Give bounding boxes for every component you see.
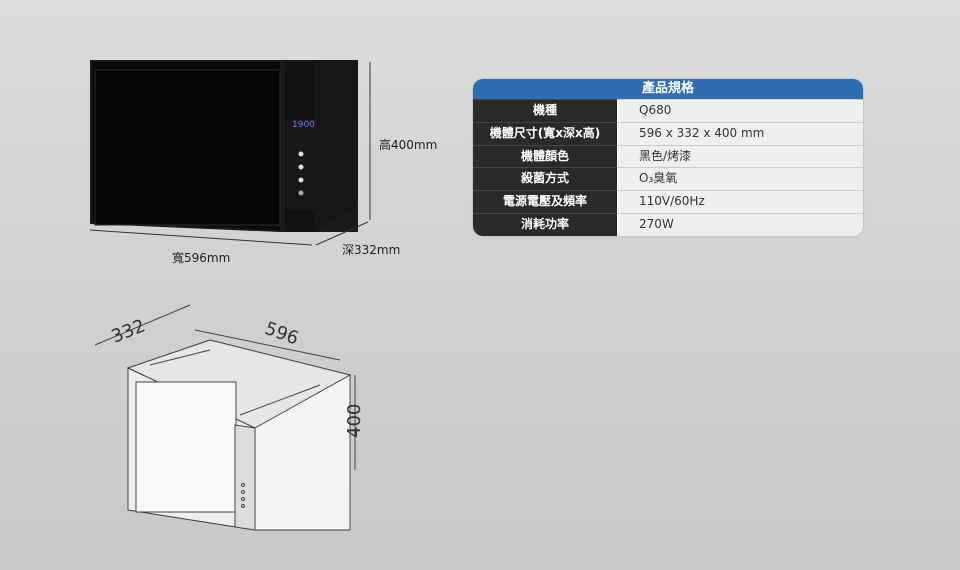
table-row: 機體尺寸(寬x深x高)596 x 332 x 400 mm [473, 121, 863, 145]
row-label: 機體尺寸(寬x深x高) [473, 121, 617, 145]
line-drawing: 332 596 400 [94, 304, 365, 531]
row-value: Q680 [617, 100, 863, 122]
row-label: 機種 [473, 99, 617, 122]
width-label: 寬596mm [172, 251, 231, 265]
depth-dimension: 332 [108, 315, 148, 347]
row-value: O₃臭氧 [617, 168, 863, 191]
row-label: 殺菌方式 [473, 167, 617, 191]
row-value: 596 x 332 x 400 mm [617, 122, 863, 145]
svg-text:1900: 1900 [292, 120, 315, 130]
height-dimension: 400 [344, 404, 365, 438]
row-value: 黑色/烤漆 [617, 145, 863, 168]
row-label: 消耗功率 [473, 212, 617, 236]
depth-label: 深332mm [342, 243, 401, 257]
table-row: 機體顏色黑色/烤漆 [473, 144, 863, 168]
row-value: 110V/60Hz [617, 191, 863, 213]
row-label: 機體顏色 [473, 144, 617, 168]
row-label: 電源電壓及頻率 [473, 190, 617, 213]
spec-table-title: 產品規格 [473, 79, 863, 99]
row-value: 270W [617, 213, 863, 236]
height-label: 高400mm [379, 138, 438, 152]
